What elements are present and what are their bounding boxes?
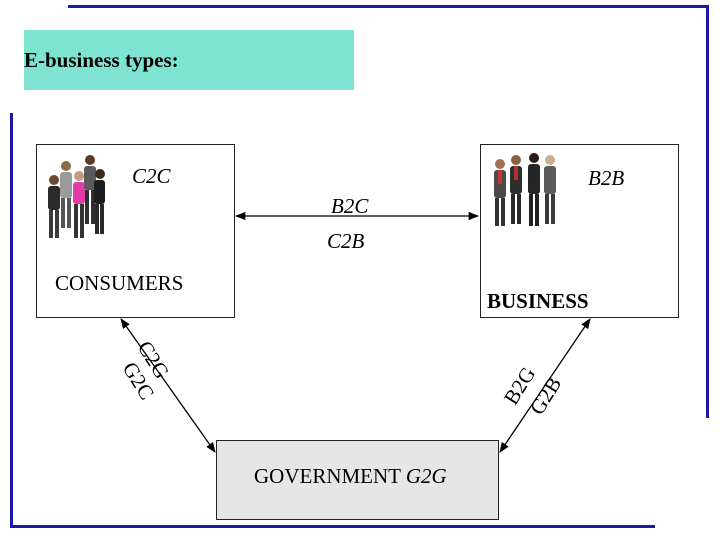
business-people-icon [494, 153, 556, 226]
government-label: GOVERNMENT G2G [254, 466, 447, 487]
consumer-government-arrow [120, 318, 216, 453]
c2b-label: C2B [327, 229, 365, 253]
b2c-label: B2C [331, 194, 369, 218]
business-inner-label: B2B [588, 166, 625, 190]
government-suffix: G2G [405, 464, 447, 488]
consumers-label: CONSUMERS [55, 271, 184, 295]
business-label: BUSINESS [487, 289, 589, 313]
title-box [24, 30, 354, 90]
top-rule [68, 5, 708, 8]
consumers-node [36, 144, 235, 318]
left-rule [10, 113, 13, 525]
bottom-rule [10, 525, 655, 528]
consumers-inner-label: C2C [132, 164, 171, 188]
business-government-arrow [499, 318, 591, 453]
consumers-people-icon [48, 155, 105, 238]
government-node [216, 440, 499, 520]
slide-title: E-business types: [24, 48, 179, 72]
right-rule [706, 5, 709, 418]
government-name: GOVERNMENT [254, 464, 401, 488]
